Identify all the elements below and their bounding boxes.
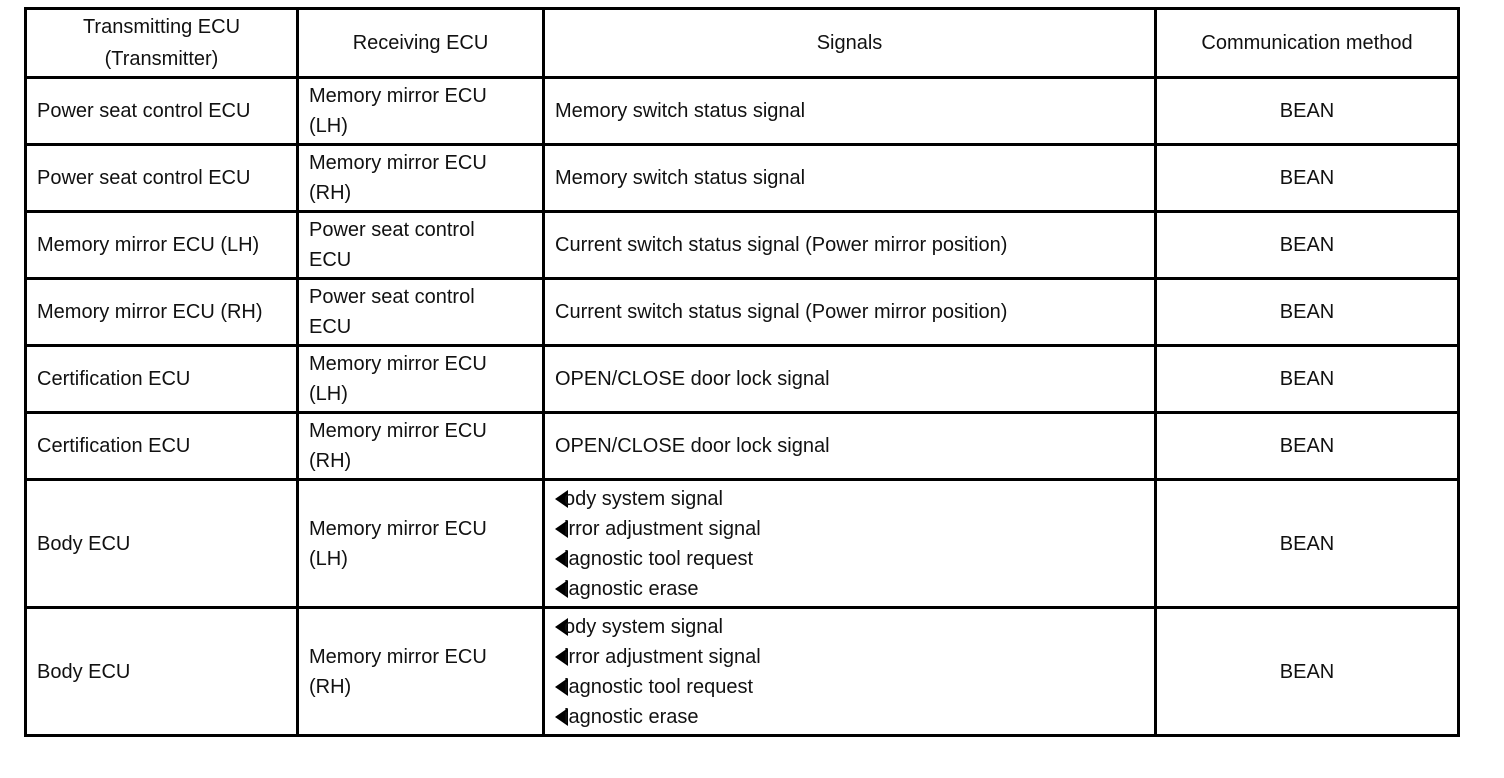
signal-text: iagnostic erase xyxy=(564,577,699,600)
header-method: Communication method xyxy=(1154,7,1460,79)
method-cell: BEAN xyxy=(1154,210,1460,280)
signal-list-cell: ody system signal irror adjustment signa… xyxy=(542,606,1157,737)
signal-text: irror adjustment signal xyxy=(564,645,761,668)
left-pointing-triangle-icon xyxy=(555,707,568,726)
receiver-line2: (RH) xyxy=(309,675,352,698)
table-row: Power seat control ECU Memory mirror ECU… xyxy=(24,143,1460,213)
signal-list-item: iagnostic erase xyxy=(555,702,1144,732)
signal-list-item: ody system signal xyxy=(555,612,1144,642)
method-cell: BEAN xyxy=(1154,606,1460,737)
method-cell: BEAN xyxy=(1154,143,1460,213)
signal-text: iagnostic tool request xyxy=(564,675,754,698)
signal-cell: OPEN/CLOSE door lock signal xyxy=(542,344,1157,414)
signal-cell: Memory switch status signal xyxy=(542,143,1157,213)
header-signals: Signals xyxy=(542,7,1157,79)
signal-list-item: iagnostic tool request xyxy=(555,544,1144,574)
table-row: Memory mirror ECU (LH) Power seat contro… xyxy=(24,210,1460,280)
header-transmitter-line1: Transmitting ECU xyxy=(82,16,241,38)
signal-text: iagnostic tool request xyxy=(564,547,754,570)
left-pointing-triangle-icon xyxy=(555,647,568,666)
receiver-line1: Memory mirror ECU xyxy=(309,420,487,442)
left-pointing-triangle-icon xyxy=(555,549,568,568)
receiver-line2: (RH) xyxy=(309,450,352,472)
receiver-cell: Power seat control ECU xyxy=(296,277,545,347)
table-row: Certification ECU Memory mirror ECU (RH)… xyxy=(24,411,1460,481)
receiver-line2: ECU xyxy=(309,249,352,271)
communication-table: Transmitting ECU (Transmitter) Receiving… xyxy=(24,7,1460,737)
table-row: Memory mirror ECU (RH) Power seat contro… xyxy=(24,277,1460,347)
signal-list-item: irror adjustment signal xyxy=(555,514,1144,544)
signal-list-item: ody system signal xyxy=(555,484,1144,514)
receiver-line2: (LH) xyxy=(309,115,348,137)
signal-cell: Memory switch status signal xyxy=(542,76,1157,146)
signal-list-cell: ody system signal irror adjustment signa… xyxy=(542,478,1157,609)
signal-cell: OPEN/CLOSE door lock signal xyxy=(542,411,1157,481)
receiver-cell: Memory mirror ECU (RH) xyxy=(296,606,545,737)
left-pointing-triangle-icon xyxy=(555,519,568,538)
method-cell: BEAN xyxy=(1154,76,1460,146)
receiver-cell: Memory mirror ECU (RH) xyxy=(296,143,545,213)
header-receiver: Receiving ECU xyxy=(296,7,545,79)
table-row: Body ECU Memory mirror ECU (RH) ody syst… xyxy=(24,606,1460,737)
header-transmitter: Transmitting ECU (Transmitter) xyxy=(24,7,299,79)
signal-cell: Current switch status signal (Power mirr… xyxy=(542,277,1157,347)
method-cell: BEAN xyxy=(1154,344,1460,414)
receiver-line2: (RH) xyxy=(309,182,352,204)
receiver-line1: Memory mirror ECU xyxy=(309,645,487,668)
receiver-line1: Memory mirror ECU xyxy=(309,85,487,107)
signal-text: ody system signal xyxy=(564,615,723,638)
table-row: Body ECU Memory mirror ECU (LH) ody syst… xyxy=(24,478,1460,609)
left-pointing-triangle-icon xyxy=(555,489,568,508)
method-cell: BEAN xyxy=(1154,277,1460,347)
signal-list: ody system signal irror adjustment signa… xyxy=(555,484,1144,604)
transmitter-cell: Body ECU xyxy=(24,478,299,609)
receiver-line1: Memory mirror ECU xyxy=(309,517,487,540)
left-pointing-triangle-icon xyxy=(555,617,568,636)
signal-text: iagnostic erase xyxy=(564,705,699,728)
signal-cell: Current switch status signal (Power mirr… xyxy=(542,210,1157,280)
receiver-line2: (LH) xyxy=(309,383,348,405)
receiver-cell: Memory mirror ECU (LH) xyxy=(296,478,545,609)
receiver-line1: Power seat control xyxy=(309,219,475,241)
receiver-line1: Memory mirror ECU xyxy=(309,353,487,375)
receiver-cell: Memory mirror ECU (LH) xyxy=(296,76,545,146)
transmitter-cell: Power seat control ECU xyxy=(24,76,299,146)
receiver-line1: Memory mirror ECU xyxy=(309,152,487,174)
table-row: Power seat control ECU Memory mirror ECU… xyxy=(24,76,1460,146)
receiver-cell: Memory mirror ECU (LH) xyxy=(296,344,545,414)
receiver-line1: Power seat control xyxy=(309,286,475,308)
transmitter-cell: Certification ECU xyxy=(24,411,299,481)
transmitter-cell: Certification ECU xyxy=(24,344,299,414)
signal-list: ody system signal irror adjustment signa… xyxy=(555,612,1144,732)
header-transmitter-line2: (Transmitter) xyxy=(104,48,219,70)
left-pointing-triangle-icon xyxy=(555,579,568,598)
method-cell: BEAN xyxy=(1154,411,1460,481)
signal-list-item: irror adjustment signal xyxy=(555,642,1144,672)
transmitter-cell: Memory mirror ECU (RH) xyxy=(24,277,299,347)
transmitter-cell: Memory mirror ECU (LH) xyxy=(24,210,299,280)
receiver-cell: Memory mirror ECU (RH) xyxy=(296,411,545,481)
signal-text: irror adjustment signal xyxy=(564,517,761,540)
signal-list-item: iagnostic tool request xyxy=(555,672,1144,702)
method-cell: BEAN xyxy=(1154,478,1460,609)
transmitter-cell: Power seat control ECU xyxy=(24,143,299,213)
signal-text: ody system signal xyxy=(564,487,723,510)
header-row: Transmitting ECU (Transmitter) Receiving… xyxy=(24,7,1460,79)
receiver-cell: Power seat control ECU xyxy=(296,210,545,280)
transmitter-cell: Body ECU xyxy=(24,606,299,737)
signal-list-item: iagnostic erase xyxy=(555,574,1144,604)
receiver-line2: (LH) xyxy=(309,547,348,570)
receiver-line2: ECU xyxy=(309,316,352,338)
left-pointing-triangle-icon xyxy=(555,677,568,696)
table-row: Certification ECU Memory mirror ECU (LH)… xyxy=(24,344,1460,414)
